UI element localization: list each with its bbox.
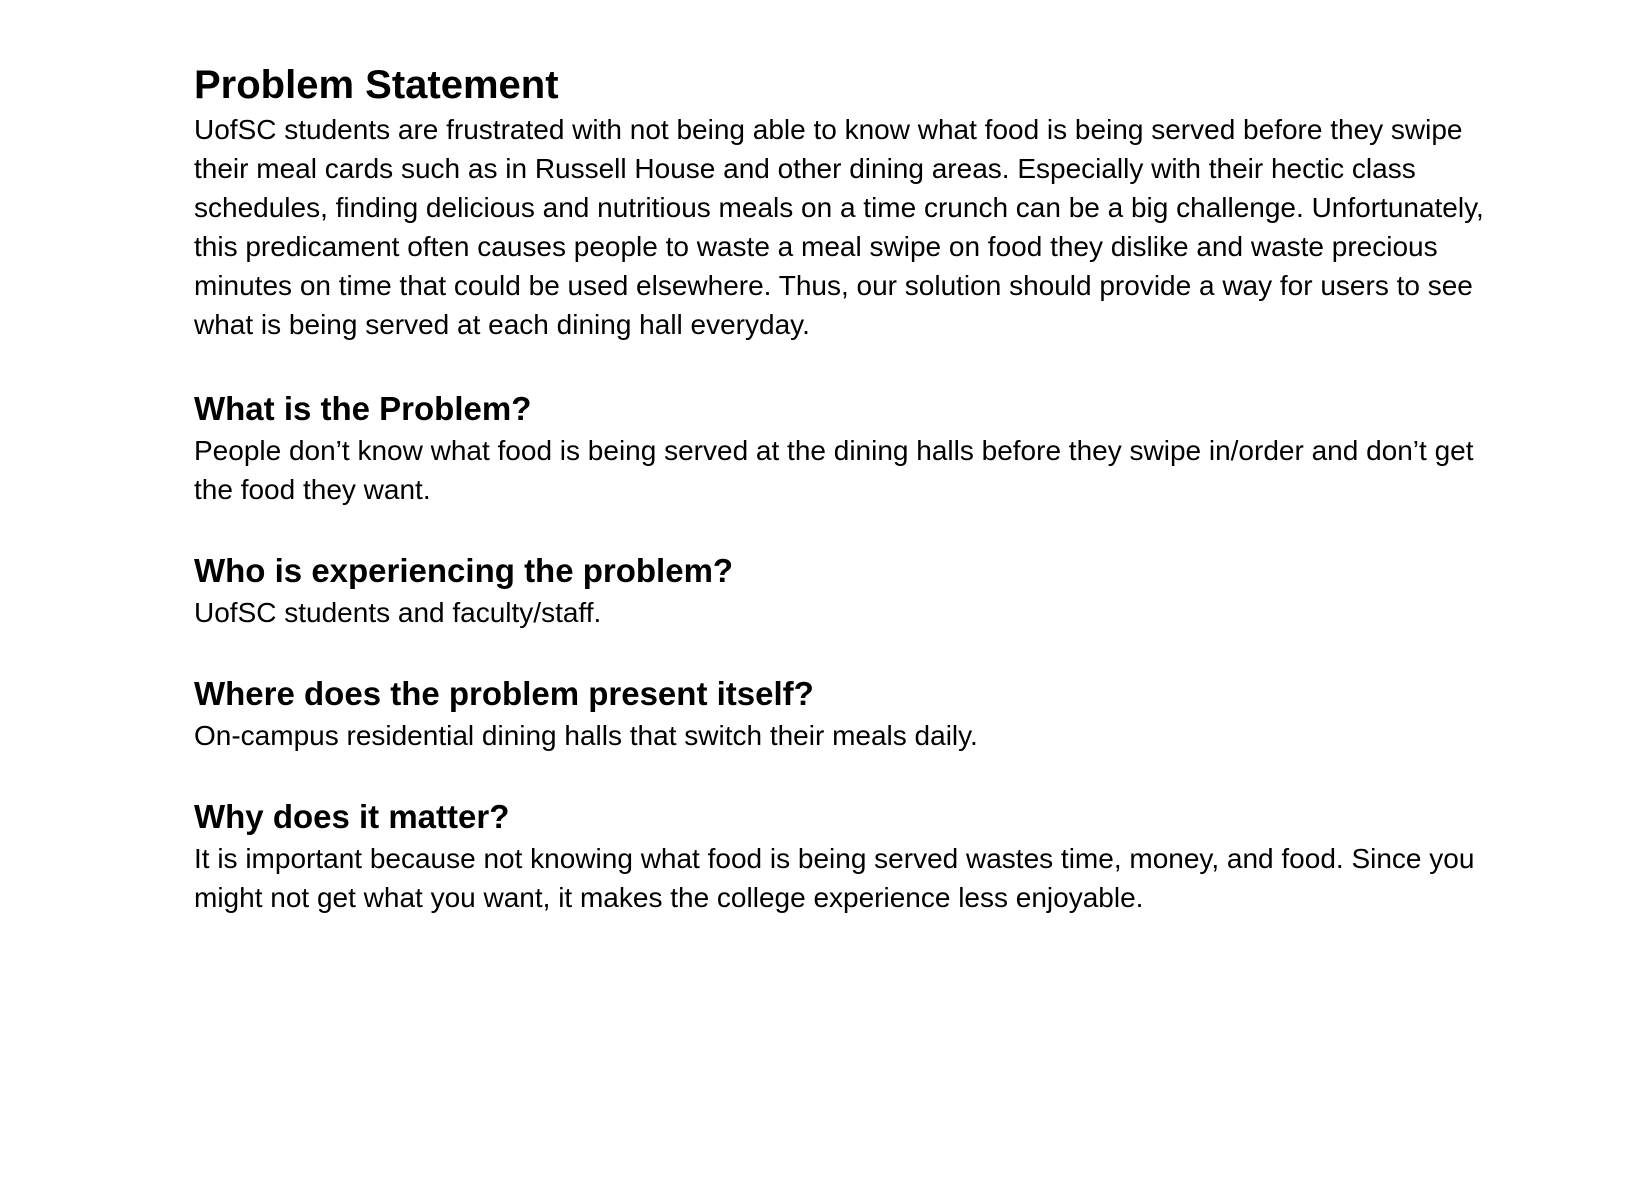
section-what-is-the-problem: What is the Problem? People don’t know w… [194,387,1484,509]
document-title: Problem Statement [194,63,559,107]
section-heading: Where does the problem present itself? [194,675,814,712]
section-heading: What is the Problem? [194,390,532,427]
section-body: People don’t know what food is being ser… [194,435,1474,505]
section-body: UofSC students and faculty/staff. [194,597,602,628]
section-body: On-campus residential dining halls that … [194,720,978,751]
section-body: It is important because not knowing what… [194,843,1475,913]
section-heading: Who is experiencing the problem? [194,552,734,589]
section-why-does-it-matter: Why does it matter? It is important beca… [194,795,1484,917]
problem-statement-text: UofSC students are frustrated with not b… [194,114,1484,340]
document: Problem Statement UofSC students are fru… [194,58,1484,917]
section-heading: Why does it matter? [194,798,510,835]
section-who-is-experiencing: Who is experiencing the problem? UofSC s… [194,549,1484,632]
section-where-does-it-present: Where does the problem present itself? O… [194,672,1484,755]
